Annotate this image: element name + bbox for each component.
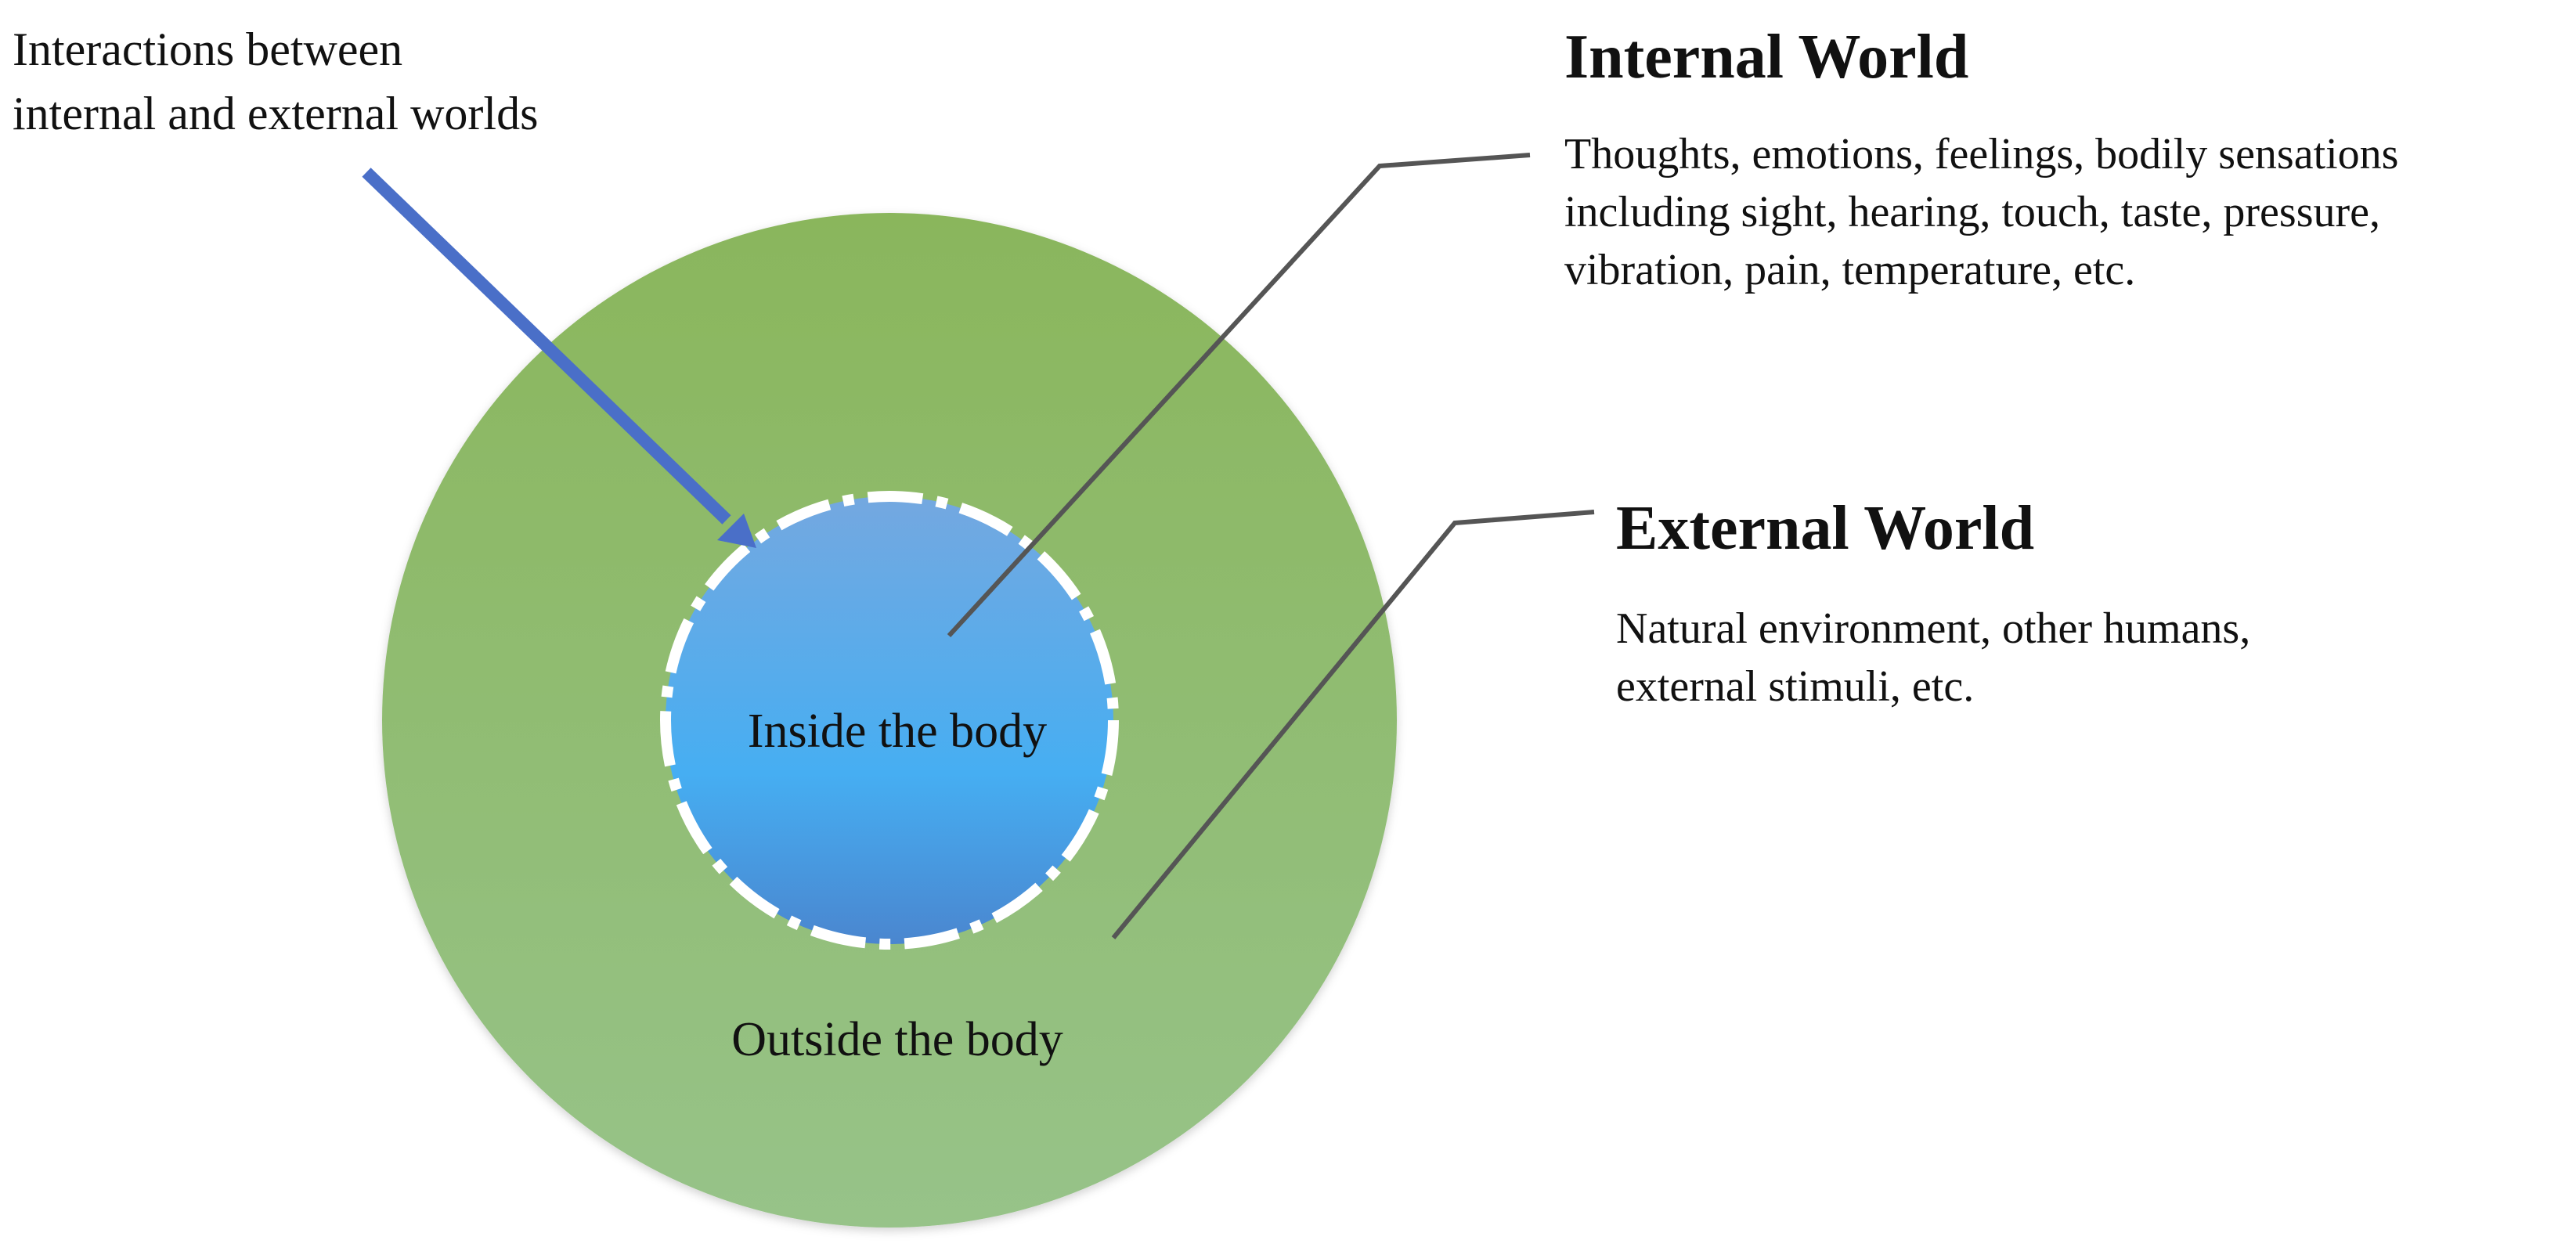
inner-circle-label: Inside the body <box>747 705 1048 758</box>
outer-circle-label: Outside the body <box>731 1013 1063 1066</box>
external-world-description: Natural environment, other humans, exter… <box>1616 604 2251 711</box>
inner-circle-dashed-border <box>660 491 1119 950</box>
interaction-arrow-caption: Interactions between internal and extern… <box>13 23 539 139</box>
inner-circle-internal <box>666 496 1113 944</box>
internal-world-description: Thoughts, emotions, feelings, bodily sen… <box>1564 130 2399 294</box>
internal-world-title: Internal World <box>1564 23 1969 92</box>
interaction-arrow-shaft <box>362 168 731 525</box>
internal-world-leader-line <box>947 153 1531 638</box>
external-world-leader-line <box>1111 510 1595 939</box>
interaction-arrow-head <box>717 514 756 548</box>
external-world-title: External World <box>1616 494 2035 563</box>
